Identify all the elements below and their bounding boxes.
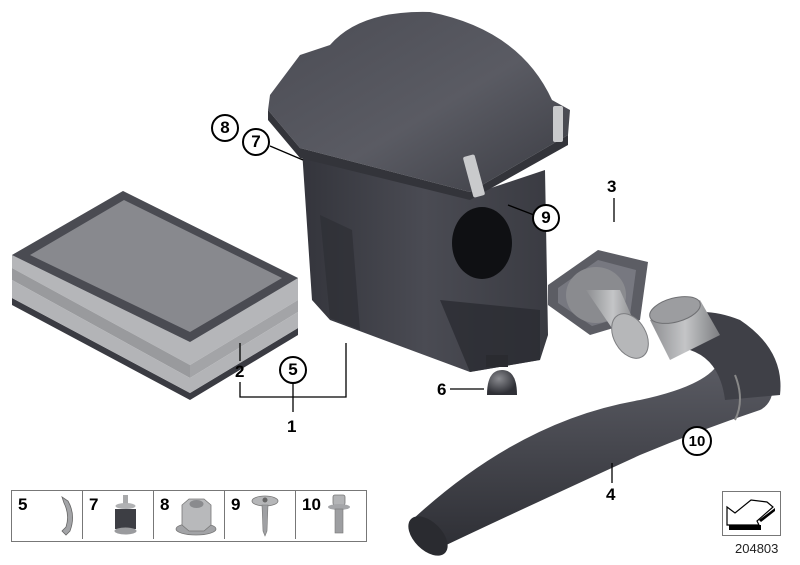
callout-8: 8 [211, 114, 239, 142]
callout-6: 6 [437, 380, 447, 399]
callout-9: 9 [532, 204, 560, 232]
legend-cell-8: 8 [154, 491, 225, 539]
legend-number: 9 [231, 495, 241, 514]
callout-2: 2 [235, 362, 245, 381]
callout-10: 10 [682, 426, 712, 456]
screw-icon [251, 495, 279, 537]
bolt-icon [328, 494, 350, 534]
callout-7: 7 [242, 128, 270, 156]
legend-number: 8 [160, 495, 170, 514]
housing-lid [268, 11, 570, 200]
arrow-back-icon [726, 499, 775, 530]
rubber-cap [487, 370, 517, 395]
callout-5: 5 [279, 356, 307, 384]
legend-cell-5: 5 [12, 491, 83, 539]
legend-cell-9: 9 [225, 491, 296, 539]
legend-number: 7 [89, 495, 99, 514]
clip-icon [61, 496, 73, 536]
air-filter-housing [302, 150, 548, 372]
intake-hose [408, 296, 781, 556]
filter-element [12, 191, 298, 400]
callout-4: 4 [606, 485, 616, 504]
callout-3: 3 [607, 177, 617, 196]
leader-lines [239, 145, 615, 483]
legend-number: 5 [18, 495, 28, 514]
legend-cell-10: 10 [296, 491, 366, 539]
navigation-box[interactable] [722, 491, 781, 536]
hex-nut-icon [175, 498, 217, 536]
fastener-legend: 5 7 8 9 [11, 490, 367, 542]
legend-cell-7: 7 [83, 491, 154, 539]
document-number: 204803 [735, 541, 779, 556]
rubber-mount-icon [114, 495, 137, 535]
legend-number: 10 [302, 495, 321, 514]
callout-1: 1 [287, 417, 297, 436]
intake-flange [548, 250, 649, 359]
